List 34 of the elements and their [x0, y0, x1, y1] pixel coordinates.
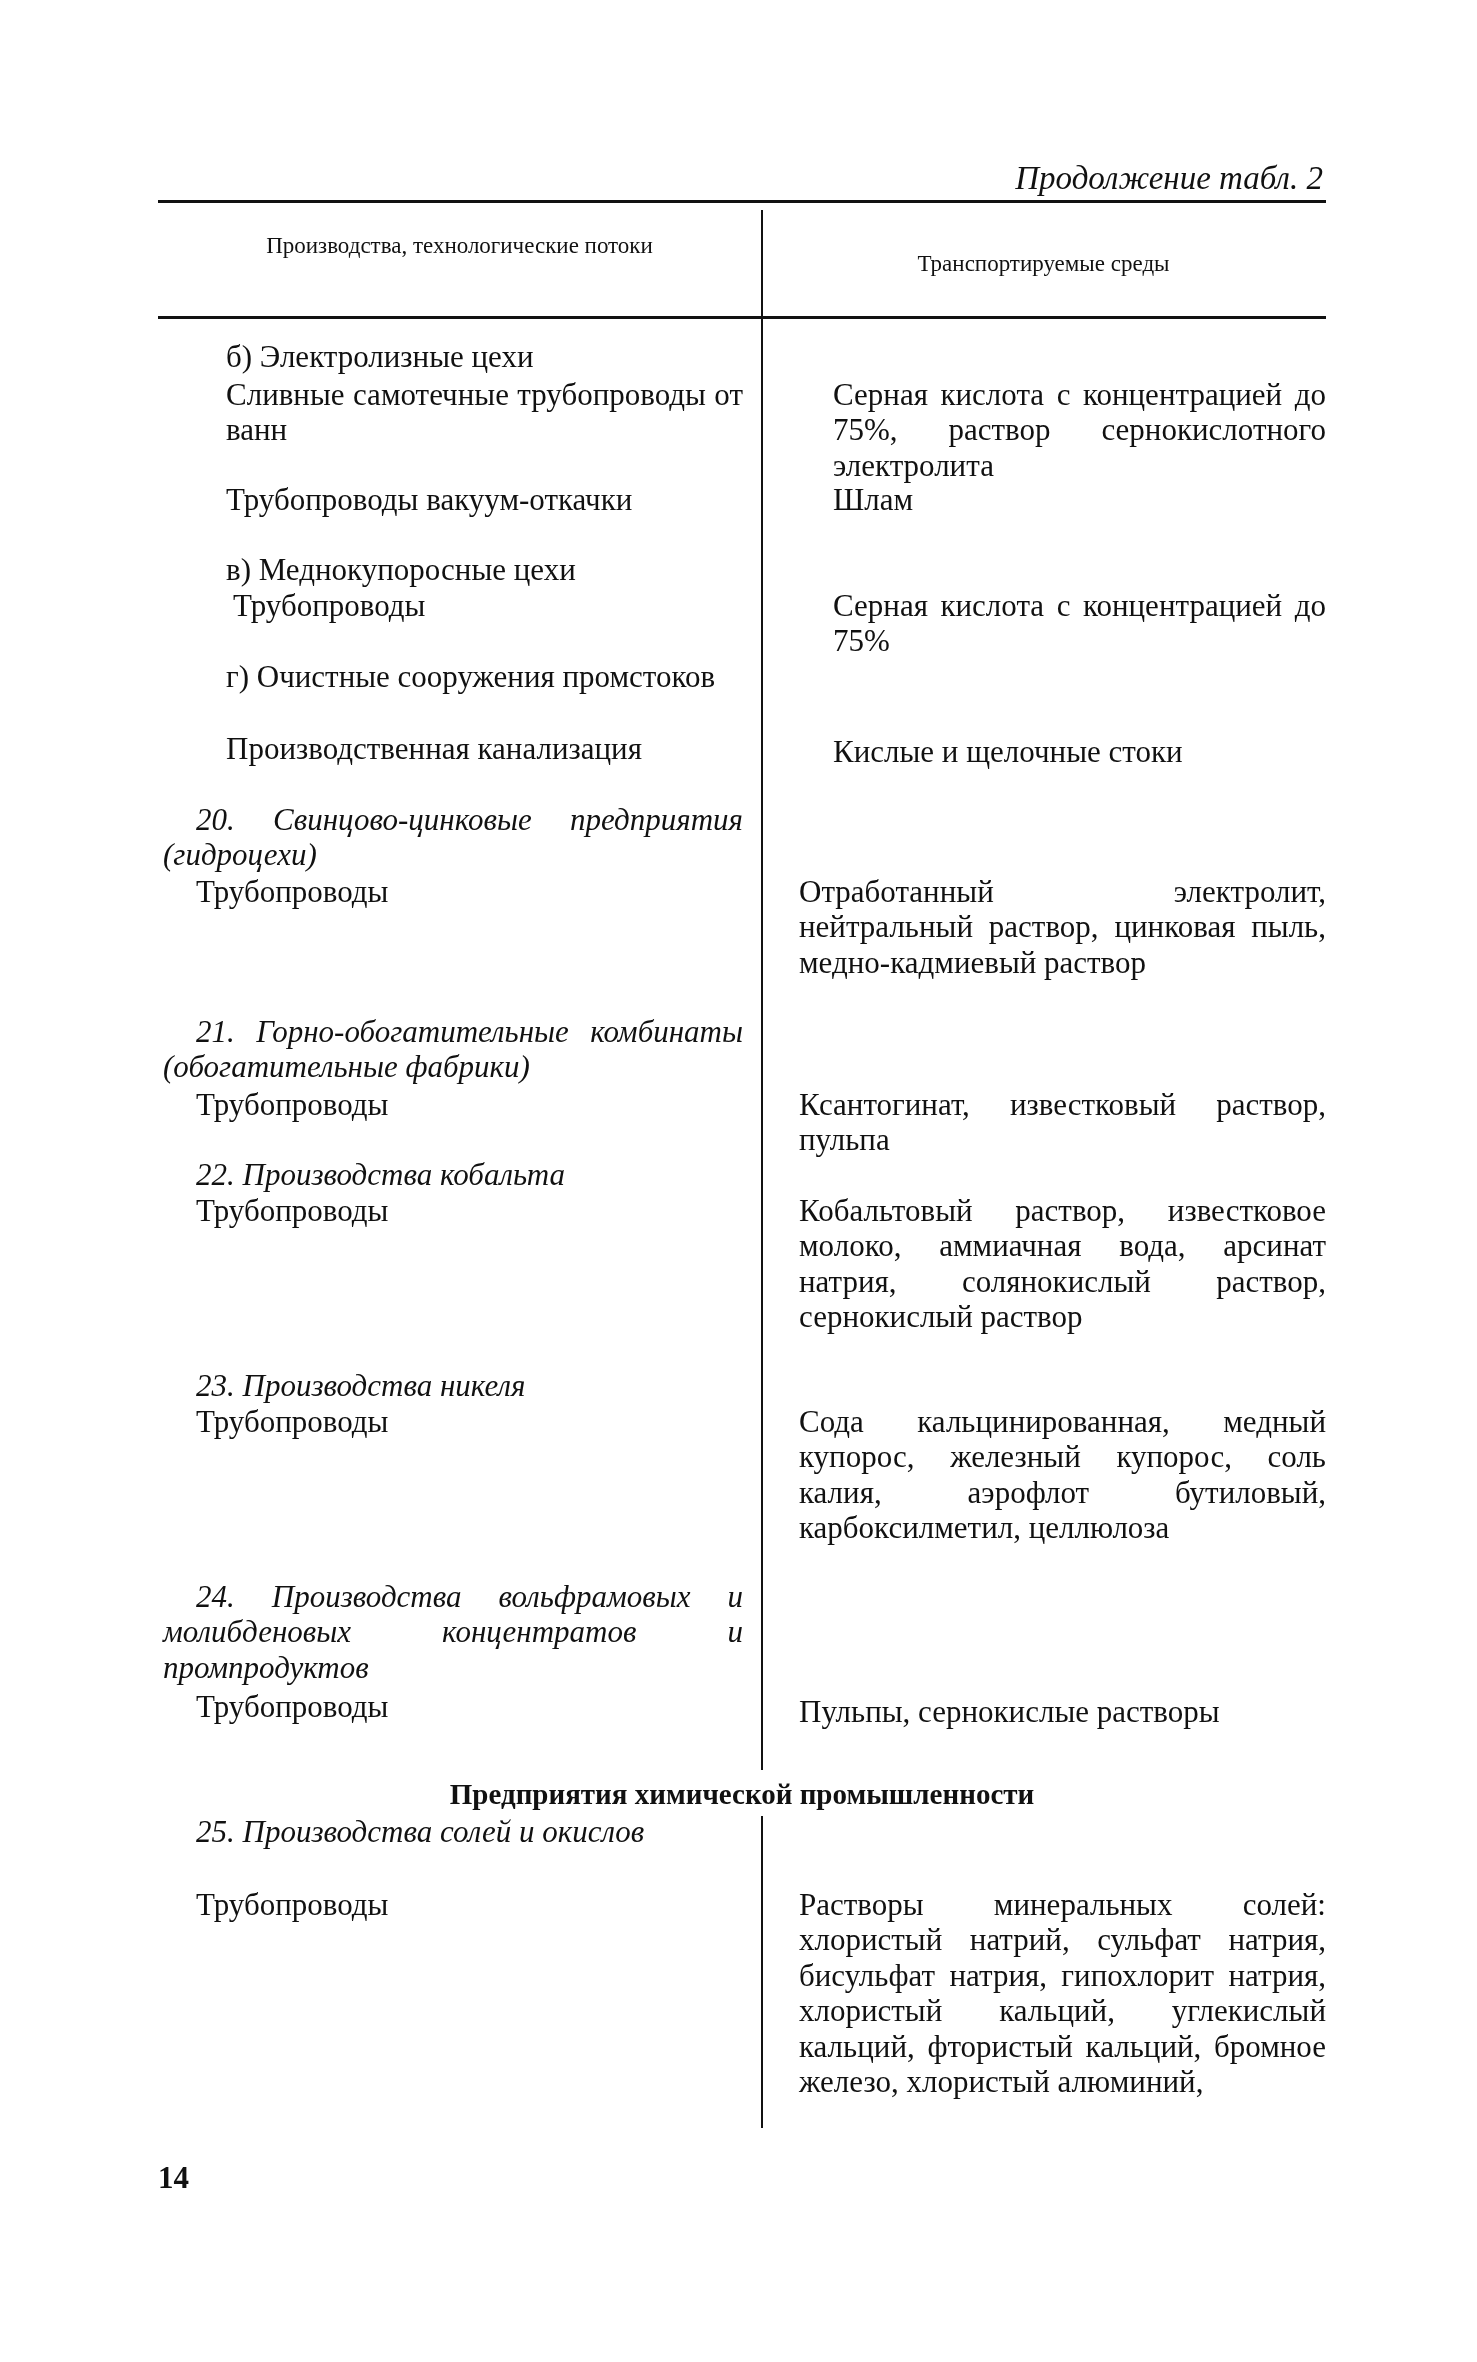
table-cell: Сливные самотечные трубопроводы от ванн [226, 377, 743, 448]
table-cell-text: Трубопроводы [196, 1193, 390, 1229]
table-cell-text: 25. Производства солей и окислов [195, 1814, 646, 1850]
table-cell: Отработанный электролит, нейтральный раствор, цинковая пыль, медно-кадмиевый раствор [799, 874, 1326, 981]
table-cell-text: г) Очистные сооружения промстоков [226, 659, 717, 695]
table-cell-text: Трубопроводы [196, 1689, 390, 1725]
table-caption: Продолжение табл. 2 [1014, 159, 1323, 198]
section-heading: Предприятия химической промышленности [448, 1777, 1036, 1812]
table-cell-text: Шлам [833, 482, 914, 518]
table-cell-text: Пульпы, сернокислые растворы [799, 1694, 1221, 1730]
table-cell: Серная кислота с концентрацией до 75% [833, 588, 1326, 659]
table-cell: 20. Свинцово-цинковые предприятия (гидроцехи) [163, 802, 743, 873]
table-cell-text: Трубопроводы [196, 1404, 390, 1440]
table-cell-text: б) Электролизные цехи [226, 339, 535, 375]
table-cell: Кобальтовый раствор, известковое молоко, аммиачная вода, арсинат натрия, солянокислый раствор, сернокислый раствор [799, 1193, 1326, 1335]
page-number: 14 [158, 2160, 190, 2196]
table-cell-text: Трубопроводы [196, 1087, 390, 1123]
table-cell: Сода кальцинированная, медный купорос, железный купорос, соль калия, аэрофлот бутиловый, карбоксилметил, целлюлоза [799, 1404, 1326, 1546]
table-cell: 24. Производства вольфрамовых и молибденовых концентратов и промпродуктов [163, 1579, 743, 1686]
table-cell: Растворы минеральных солей: хлористый натрий, сульфат натрия, бисульфат натрия, гипохлорит натрия, хлористый кальций, углекислый кальций, фтористый кальций, бромное железо, хлористый алюминий, [799, 1887, 1326, 2100]
table-cell-text: Трубопроводы вакуум-откачки [226, 482, 634, 518]
table-cell-text: 22. Производства кобальта [195, 1157, 566, 1193]
table-cell-text: Трубопроводы [196, 874, 390, 910]
table-cell-text: Трубопроводы [196, 1887, 390, 1923]
table-cell: 21. Горно-обогатительные комбинаты (обогатительные фабрики) [163, 1014, 743, 1085]
table-cell-text: в) Меднокупоросные цехи [226, 552, 577, 588]
table-cell-text: Трубопроводы [233, 588, 427, 624]
column-header: Транспортируемые среды [916, 250, 1171, 278]
table-cell-text: Кислые и щелочные стоки [833, 734, 1184, 770]
column-header: Производства, технологические потоки [265, 232, 654, 260]
table-cell-text: 23. Производства никеля [195, 1368, 527, 1404]
table-cell: Серная кислота с концентрацией до 75%, раствор сернокислотного электролита [833, 377, 1326, 484]
table-cell: Ксантогинат, известковый раствор, пульпа [799, 1087, 1326, 1158]
table-cell-text: Производственная канализация [226, 731, 643, 767]
